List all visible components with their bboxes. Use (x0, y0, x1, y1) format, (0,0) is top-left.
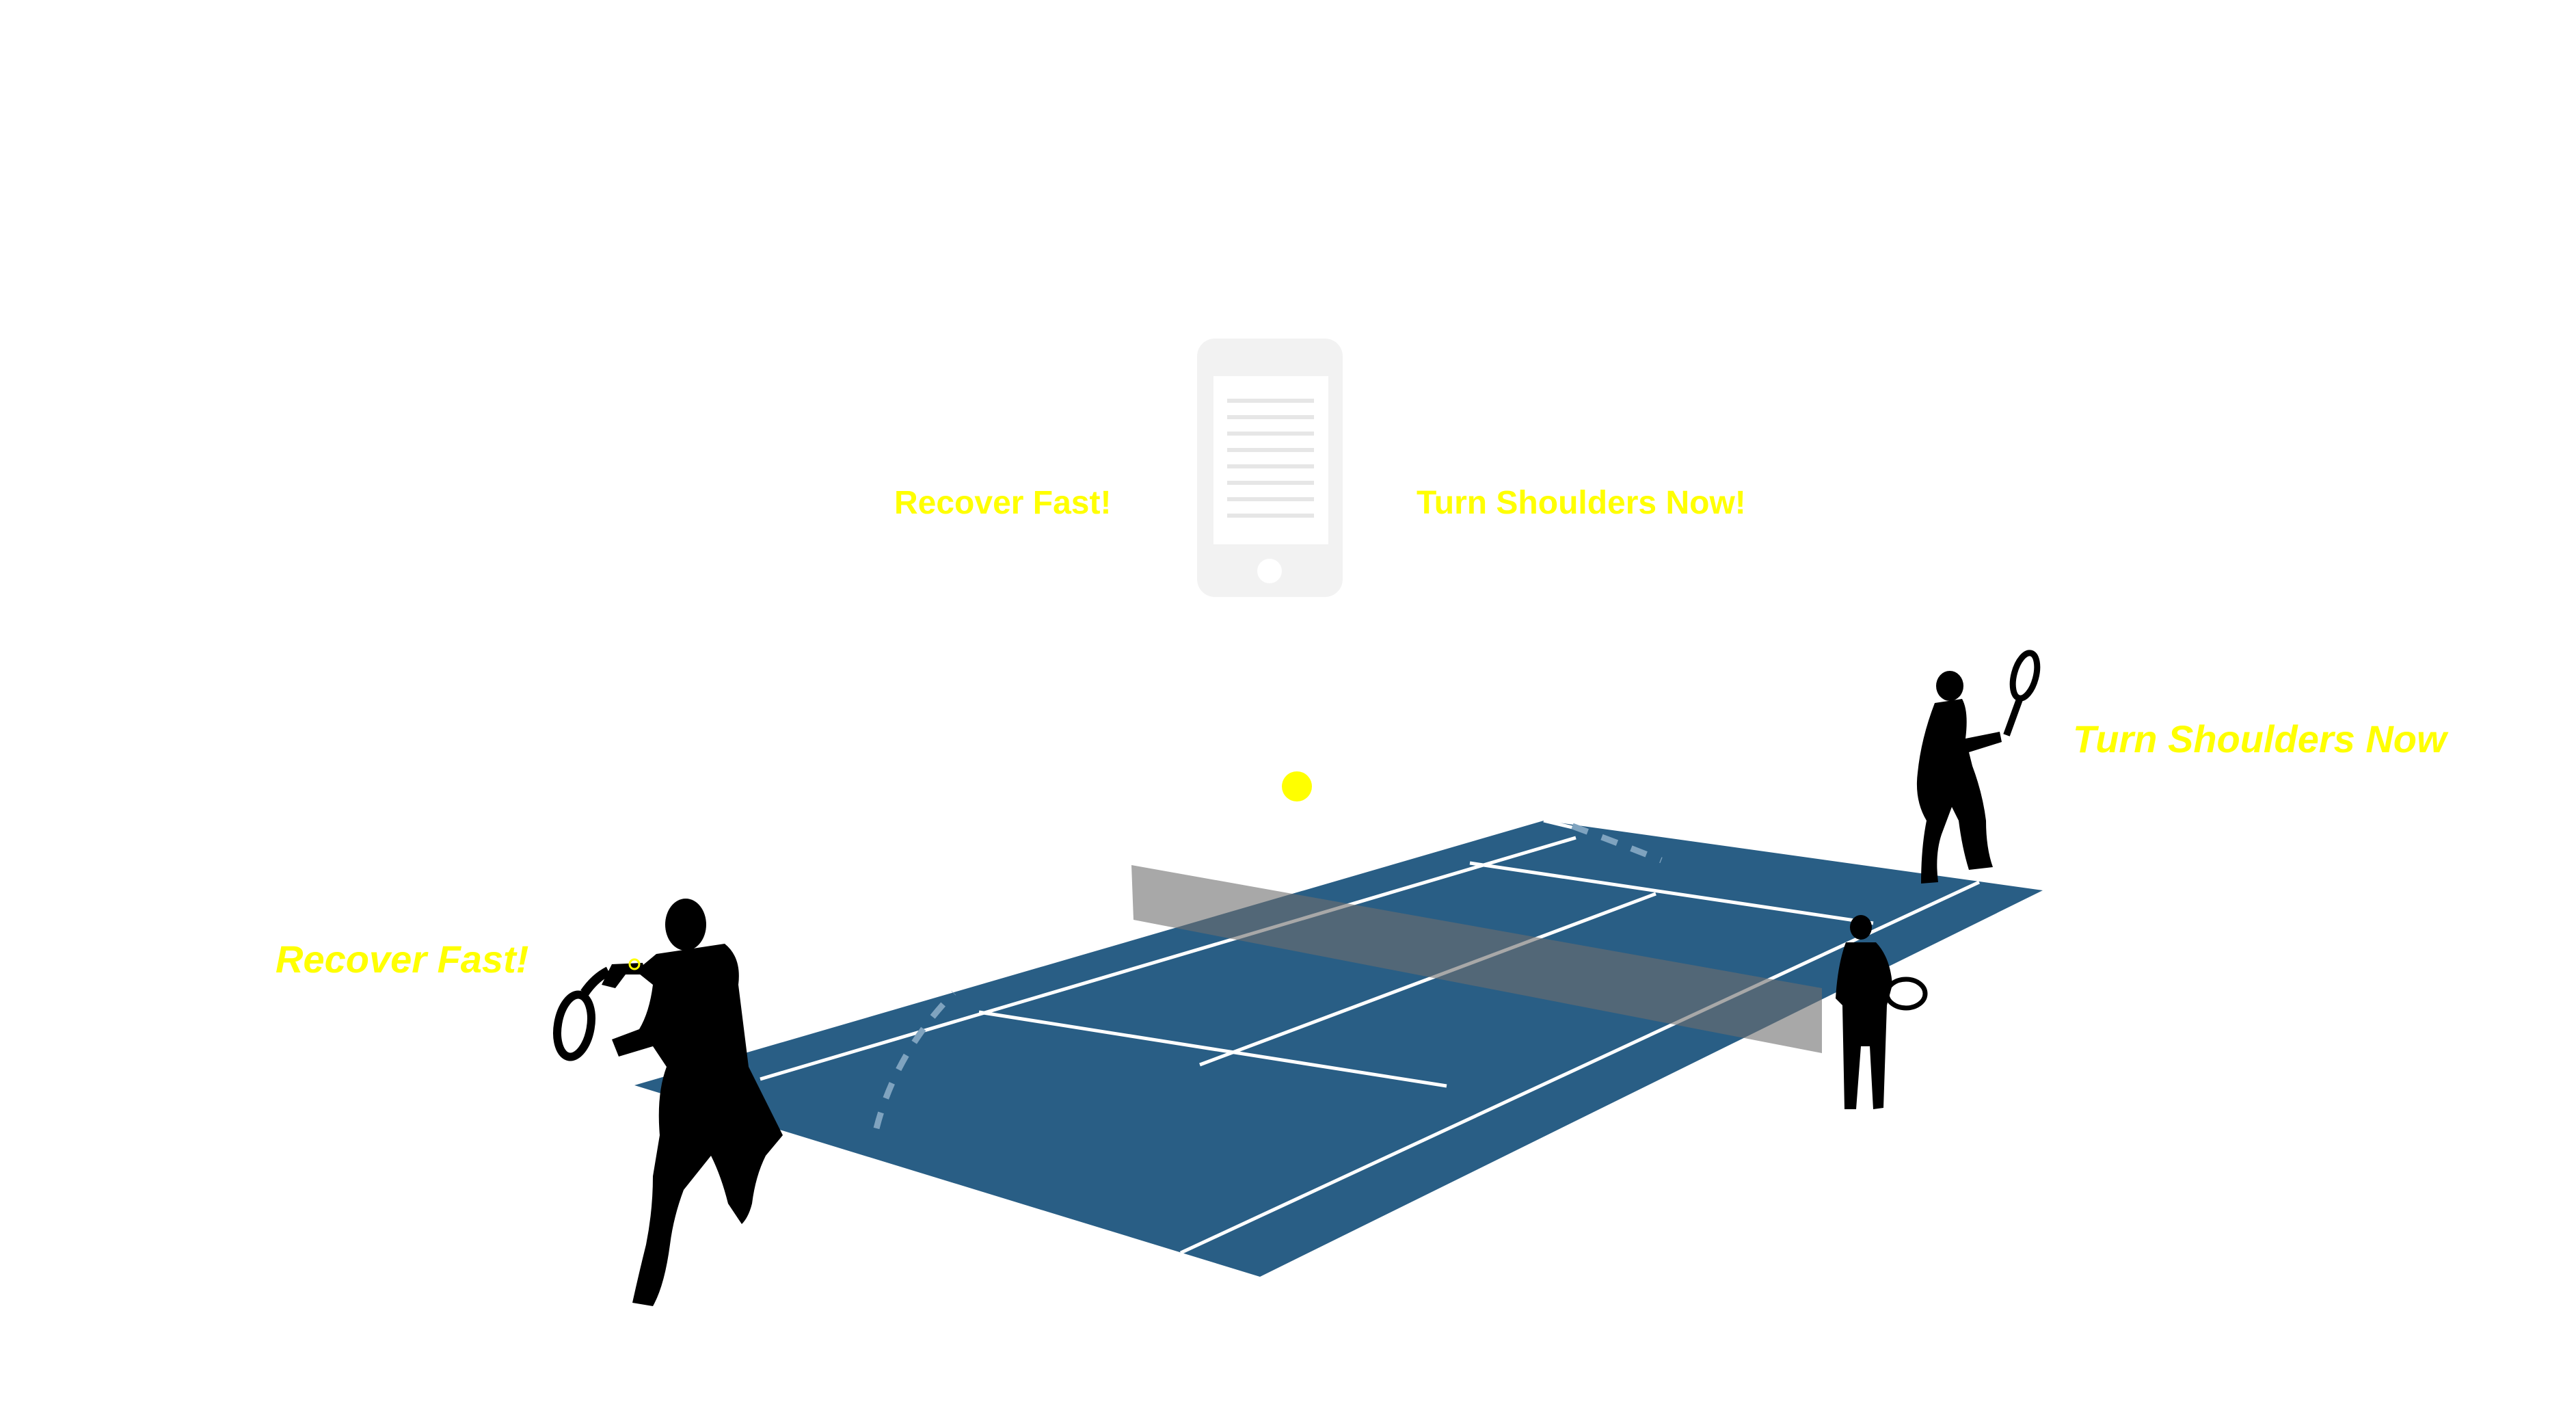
tennis-player-forehand-icon (553, 899, 783, 1306)
tennis-ball-icon (1282, 771, 1312, 801)
coach-standing-icon (1836, 915, 1928, 1109)
near-player-cue: Recover Fast! (276, 938, 529, 981)
far-player-cue: Turn Shoulders Now (2073, 717, 2447, 760)
phone-left-message: Recover Fast! (894, 485, 1112, 521)
smartphone-icon (1197, 339, 1343, 597)
tennis-player-ready-icon (1916, 650, 2041, 884)
tennis-court (634, 819, 2043, 1277)
net (1131, 865, 1822, 1053)
phone-right-message: Turn Shoulders Now! (1417, 485, 1746, 521)
